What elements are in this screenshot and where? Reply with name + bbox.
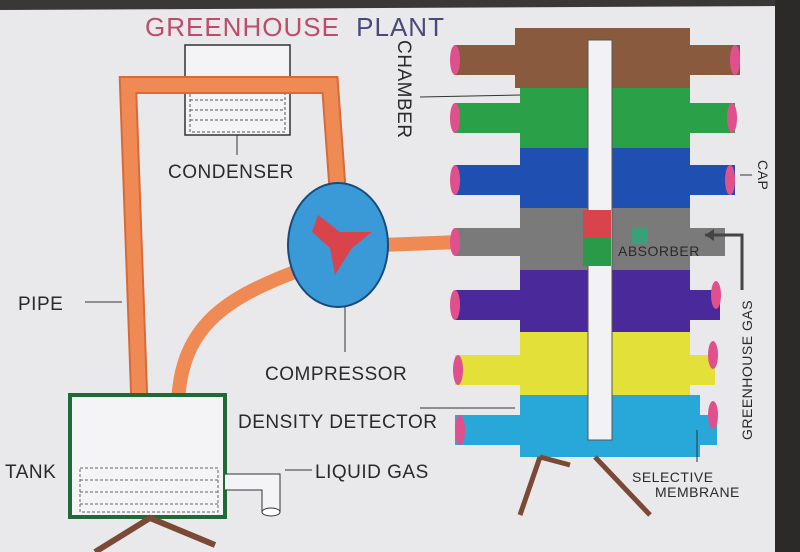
chamber-pointer	[419, 94, 521, 98]
compressor-label: COMPRESSOR	[265, 364, 407, 385]
density-detector-label: DENSITY DETECTOR	[238, 412, 437, 433]
membrane-label: MEMBRANE	[655, 484, 740, 500]
fan-icon	[312, 215, 372, 275]
caps	[450, 45, 740, 445]
condenser-label: CONDENSER	[168, 162, 294, 183]
cap-label: CAP	[755, 160, 771, 190]
greenhouse-gas-arrow	[705, 233, 744, 290]
chamber-tower	[455, 28, 740, 517]
greenhouse-gas-label: GREENHOUSE GAS	[739, 300, 755, 440]
title: GREENHOUSE PLANT	[145, 12, 445, 42]
absorber-label: ABSORBER	[618, 243, 700, 259]
tank	[68, 393, 281, 552]
liquid-gas-label: LIQUID GAS	[315, 462, 429, 483]
selective-label: SELECTIVE	[632, 469, 714, 485]
arrow-head-icon	[705, 229, 714, 241]
tank-label: TANK	[5, 462, 56, 483]
pipe-label: PIPE	[18, 294, 63, 315]
chamber-label: CHAMBER	[393, 40, 414, 139]
dark-edge	[775, 0, 800, 552]
